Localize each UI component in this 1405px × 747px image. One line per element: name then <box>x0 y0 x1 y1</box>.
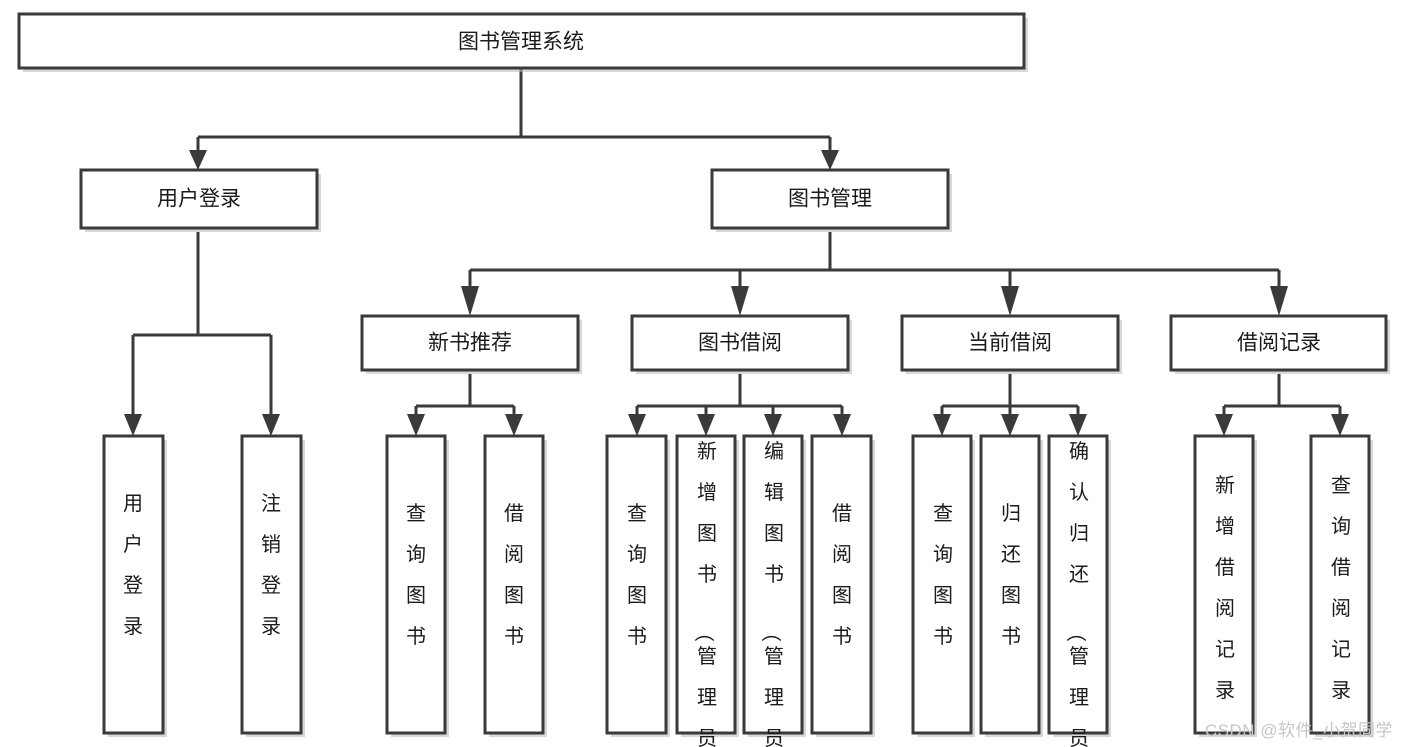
node-leaf-10[interactable]: 归还图书 <box>979 434 1043 737</box>
arrow-to-newbook <box>461 286 479 316</box>
node-root[interactable]: 图书管理系统 <box>17 12 1028 72</box>
node-leaf-3[interactable]: 查询图书 <box>385 434 449 737</box>
node-newbook[interactable]: 新书推荐 <box>360 314 582 374</box>
node-leaf-7[interactable]: 编辑图书（管理员） <box>742 434 806 747</box>
arrow-to-leaf-11 <box>1069 414 1087 436</box>
node-borrow-box <box>630 314 850 372</box>
node-login[interactable]: 用户登录 <box>79 168 321 232</box>
node-leaf-2-label: 注销登录 <box>261 492 281 638</box>
node-leaf-11-label: 确认归还（管理员） <box>1064 440 1089 747</box>
csdn-watermark: CSDN @软件_小贺同学 <box>1204 721 1393 740</box>
node-leaf-3-box <box>385 434 447 735</box>
node-leaf-9-label: 查询图书 <box>933 502 953 648</box>
arrow-to-leaf-9 <box>933 414 951 436</box>
node-root-box <box>17 12 1026 70</box>
node-leaf-6-label: 新增图书（管理员） <box>692 440 717 747</box>
node-newbook-box <box>360 314 580 372</box>
node-record-box <box>1169 314 1388 372</box>
node-layer: 图书管理系统 用户登录 图书管理 新书推荐 <box>17 12 1390 747</box>
node-leaf-3-label: 查询图书 <box>406 502 426 648</box>
node-leaf-4-label: 借阅图书 <box>504 502 524 648</box>
arrow-to-leaf-2 <box>262 414 280 436</box>
node-login-label: 用户登录 <box>157 188 241 211</box>
arrow-to-leaf-1 <box>124 414 142 436</box>
arrow-to-borrow <box>731 286 749 316</box>
node-leaf-9-box <box>911 434 973 735</box>
node-leaf-7-box <box>742 434 804 735</box>
node-leaf-2[interactable]: 注销登录 <box>240 434 305 737</box>
node-leaf-11[interactable]: 确认归还（管理员） <box>1047 434 1111 747</box>
node-leaf-13-label: 查询借阅记录 <box>1331 474 1351 702</box>
node-leaf-12-box <box>1193 434 1255 735</box>
node-leaf-9[interactable]: 查询图书 <box>911 434 975 737</box>
node-leaf-8[interactable]: 借阅图书 <box>810 434 875 737</box>
node-leaf-1-label: 用户登录 <box>123 493 143 638</box>
node-current[interactable]: 当前借阅 <box>900 314 1122 374</box>
node-leaf-12-label: 新增借阅记录 <box>1215 474 1235 702</box>
node-leaf-6-box <box>675 434 737 735</box>
node-login-box <box>79 168 319 230</box>
node-leaf-2-box <box>240 434 303 735</box>
node-newbook-label: 新书推荐 <box>428 332 512 355</box>
node-leaf-7-label: 编辑图书（管理员） <box>759 440 784 747</box>
node-root-label: 图书管理系统 <box>458 31 584 54</box>
node-leaf-13[interactable]: 查询借阅记录 <box>1309 434 1373 737</box>
node-leaf-5-box <box>605 434 668 735</box>
arrow-to-leaf-3 <box>407 414 425 436</box>
arrow-to-record <box>1270 286 1288 316</box>
arrow-to-leaf-13 <box>1331 414 1349 436</box>
edge-layer <box>124 68 1349 436</box>
arrow-to-leaf-4 <box>505 414 523 436</box>
arrow-to-bookmgmt <box>821 150 839 170</box>
node-current-box <box>900 314 1120 372</box>
arrow-to-leaf-7 <box>764 414 782 436</box>
node-leaf-10-label: 归还图书 <box>1001 502 1021 648</box>
node-leaf-1[interactable]: 用户登录 <box>102 434 167 737</box>
node-leaf-12[interactable]: 新增借阅记录 <box>1193 434 1257 737</box>
node-leaf-8-box <box>810 434 873 735</box>
arrow-to-leaf-5 <box>628 414 646 436</box>
node-borrow-label: 图书借阅 <box>698 332 782 355</box>
node-record[interactable]: 借阅记录 <box>1169 314 1390 374</box>
arrow-to-leaf-6 <box>697 414 715 436</box>
arrow-to-leaf-8 <box>833 414 851 436</box>
node-leaf-1-box <box>102 434 165 735</box>
node-leaf-11-box <box>1047 434 1109 735</box>
node-leaf-13-box <box>1309 434 1371 735</box>
node-leaf-5[interactable]: 查询图书 <box>605 434 670 737</box>
node-bookmgmt-label: 图书管理 <box>788 188 872 211</box>
arrow-to-login <box>189 150 207 170</box>
node-leaf-5-label: 查询图书 <box>627 502 647 648</box>
node-leaf-4-box <box>483 434 545 735</box>
node-record-label: 借阅记录 <box>1237 332 1321 355</box>
arrow-to-leaf-10 <box>1001 414 1019 436</box>
node-leaf-8-label: 借阅图书 <box>832 502 852 648</box>
arrow-to-current <box>1001 286 1019 316</box>
node-bookmgmt[interactable]: 图书管理 <box>710 168 952 232</box>
arrow-to-leaf-12 <box>1215 414 1233 436</box>
node-current-label: 当前借阅 <box>968 332 1052 355</box>
node-leaf-6[interactable]: 新增图书（管理员） <box>675 434 739 747</box>
node-leaf-4[interactable]: 借阅图书 <box>483 434 547 737</box>
node-leaf-10-box <box>979 434 1041 735</box>
node-bookmgmt-box <box>710 168 950 230</box>
node-borrow[interactable]: 图书借阅 <box>630 314 852 374</box>
